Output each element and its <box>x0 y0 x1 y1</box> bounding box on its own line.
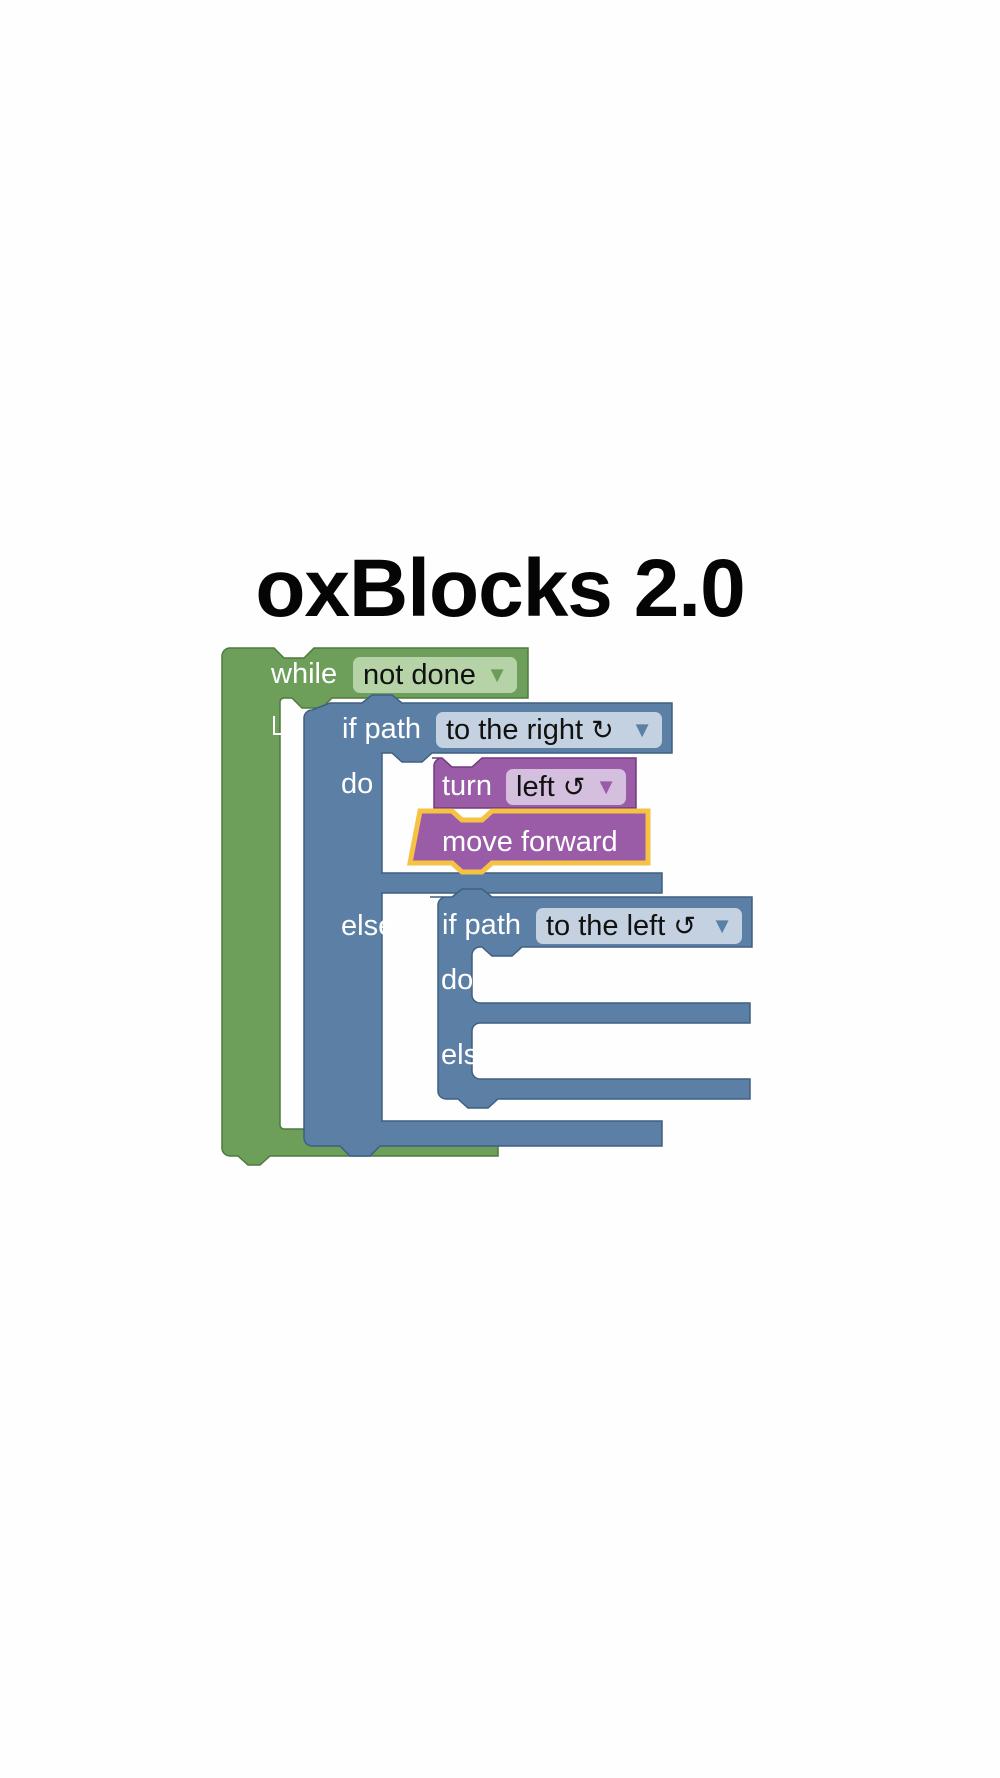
page-title: oxBlocks 2.0 <box>255 543 745 634</box>
if-path-keyword: if path <box>342 713 421 745</box>
direction-value: to the right <box>446 714 584 746</box>
move-forward-label: move forward <box>442 826 618 858</box>
if-path-keyword-inner: if path <box>442 909 521 941</box>
rotate-counterclockwise-icon: ↺ <box>673 911 696 942</box>
return-arrow-icon <box>273 716 295 739</box>
triangle-down-icon: ▼ <box>711 913 733 938</box>
move-forward-block[interactable] <box>406 808 651 875</box>
rotate-counterclockwise-icon: ↺ <box>562 772 586 803</box>
direction-dropdown-left[interactable]: to the left ↺ ▼ <box>536 908 742 944</box>
do-label-inner: do <box>441 964 474 996</box>
else-label: else <box>341 910 395 942</box>
triangle-down-icon: ▼ <box>595 774 617 799</box>
else-label-inner: else <box>441 1039 495 1071</box>
triangle-down-icon: ▼ <box>631 717 653 742</box>
condition-dropdown[interactable]: not done ▼ <box>353 657 517 693</box>
condition-value: not done <box>363 659 476 691</box>
turn-direction-value: left <box>516 771 555 803</box>
turn-keyword: turn <box>442 770 492 802</box>
while-keyword: while <box>271 658 338 690</box>
do-label: do <box>341 768 374 800</box>
direction-dropdown-right[interactable]: to the right ↻ ▼ <box>436 712 662 748</box>
rotate-clockwise-icon: ↻ <box>591 715 614 746</box>
direction-value-inner: to the left <box>546 910 666 942</box>
turn-direction-dropdown[interactable]: left ↺ ▼ <box>506 769 626 805</box>
triangle-down-icon: ▼ <box>486 662 508 687</box>
